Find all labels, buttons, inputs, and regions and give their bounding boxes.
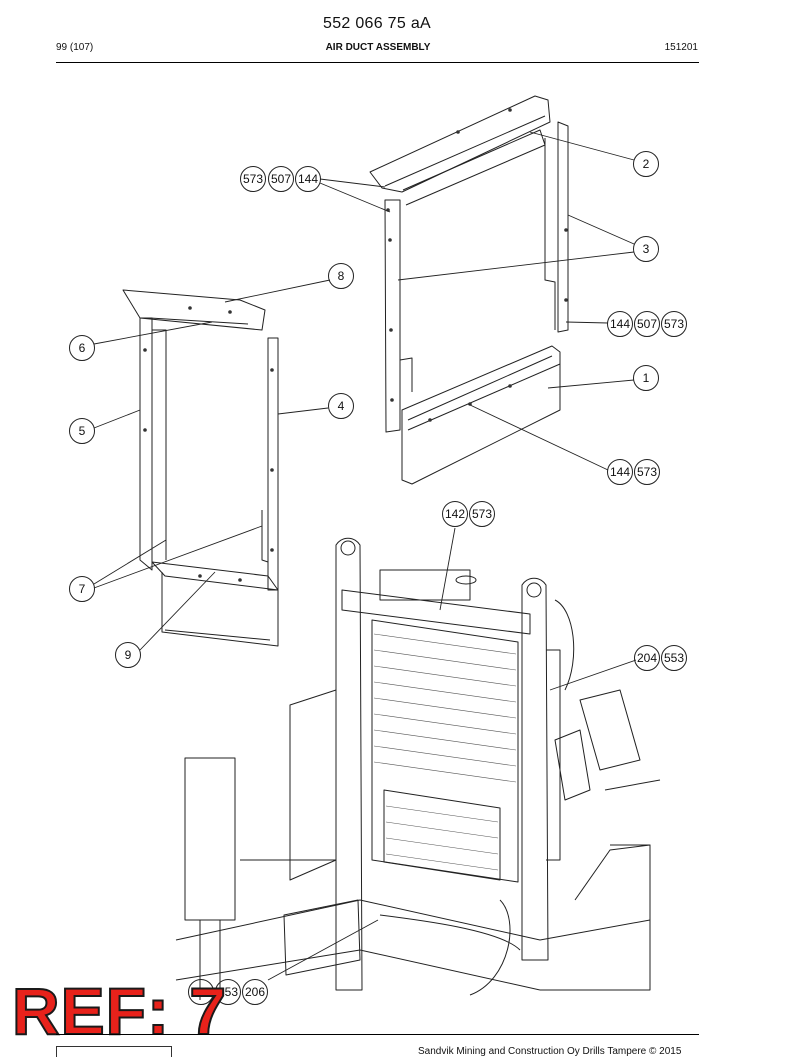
callout-label: 507 — [637, 317, 657, 331]
callout-label: 553 — [218, 985, 238, 999]
callout-label: 573 — [664, 317, 684, 331]
callout-group-204-553: 204 553 — [634, 645, 687, 671]
callout-label: 573 — [472, 507, 492, 521]
callout-label: 144 — [610, 465, 630, 479]
callout-label: 142 — [445, 507, 465, 521]
callout-group-573-507-144: 573 507 144 — [240, 166, 321, 192]
callout-9: 9 — [115, 642, 141, 668]
duct-frame-left — [122, 289, 279, 647]
callout-label: 144 — [298, 172, 318, 186]
callout-group-142-573: 142 573 — [442, 501, 495, 527]
company-logo — [56, 1046, 172, 1057]
callout-7: 7 — [69, 576, 95, 602]
callout-8: 8 — [328, 263, 354, 289]
callout-label: 553 — [664, 651, 684, 665]
callout-5: 5 — [69, 418, 95, 444]
leader-lines — [93, 131, 637, 981]
callout-label: 573 — [243, 172, 263, 186]
callout-label: 851 — [191, 985, 211, 999]
callout-label: 507 — [271, 172, 291, 186]
callout-label: 5 — [79, 424, 86, 438]
callout-label: 3 — [643, 242, 650, 256]
header-divider — [56, 62, 699, 64]
callout-group-851-553-206: 851 553 206 — [188, 979, 268, 1005]
callout-label: 7 — [79, 582, 86, 596]
callout-2: 2 — [633, 151, 659, 177]
callout-label: 1 — [643, 371, 650, 385]
duct-frame-top — [369, 95, 569, 485]
callout-label: 2 — [643, 157, 650, 171]
footer-copyright: Sandvik Mining and Construction Oy Drill… — [418, 1046, 682, 1057]
callout-label: 9 — [125, 648, 132, 662]
page-title: AIR DUCT ASSEMBLY — [325, 42, 431, 53]
callout-group-144-507-573: 144 507 573 — [607, 311, 687, 337]
callout-label: 4 — [338, 399, 345, 413]
document-code: 151201 — [664, 42, 698, 53]
callout-label: 8 — [338, 269, 345, 283]
callout-group-144-573: 144 573 — [607, 459, 660, 485]
callout-label: 6 — [79, 341, 86, 355]
footer-divider — [56, 1034, 699, 1036]
callout-3: 3 — [633, 236, 659, 262]
callout-6: 6 — [69, 335, 95, 361]
callout-label: 573 — [637, 465, 657, 479]
page-number: 99 (107) — [56, 42, 94, 53]
document-number: 552 066 75 aA — [323, 15, 431, 32]
callout-label: 204 — [637, 651, 657, 665]
ref-stamp: REF: 7 — [11, 974, 228, 1048]
callout-1: 1 — [633, 365, 659, 391]
callout-label: 144 — [610, 317, 630, 331]
radiator-assembly — [175, 537, 661, 1000]
callout-label: 206 — [245, 985, 265, 999]
callout-4: 4 — [328, 393, 354, 419]
